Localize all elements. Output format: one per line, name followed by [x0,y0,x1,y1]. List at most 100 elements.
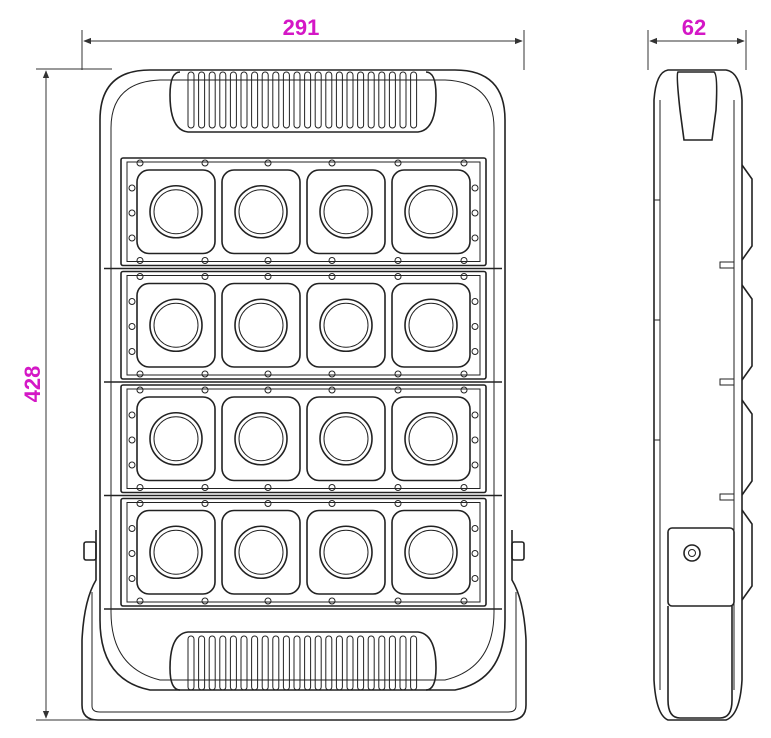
screw-icon [136,597,144,605]
housing-outline [99,69,506,691]
screw-icon [136,273,144,280]
screw-icon [471,234,479,242]
led-lens [221,396,301,482]
screw-icon [394,597,402,605]
bracket-knob-right [511,541,525,561]
screw-icon [136,500,144,507]
screw-icon [201,484,209,491]
led-lens [136,509,216,595]
screw-icon [328,484,336,491]
bracket-knob-left [83,541,97,561]
screw-icon [471,411,479,419]
side-top-handle [676,71,718,141]
screw-icon [128,184,136,192]
led-lens [391,396,471,482]
screw-icon [128,234,136,242]
led-lens [391,509,471,595]
side-housing-outline [653,69,743,721]
led-lens [136,282,216,368]
screw-icon [128,323,136,330]
screw-icon [128,298,136,305]
led-lens [136,169,216,255]
screw-icon [394,484,402,491]
screw-icon [328,370,336,378]
screw-icon [264,257,272,264]
screw-icon [128,348,136,355]
screw-icon [394,257,402,264]
screw-icon [136,257,144,264]
screw-icon [471,184,479,192]
screw-icon [471,575,479,582]
led-lens [306,282,386,368]
screw-icon [471,323,479,330]
screw-icon [394,386,402,394]
screw-icon [328,159,336,167]
height-dimension: 428 [20,68,112,721]
screw-icon [394,500,402,507]
screw-icon [460,273,468,280]
screw-icon [201,159,209,167]
screw-icon [128,209,136,217]
led-lens [136,396,216,482]
screw-icon [328,273,336,280]
screw-icon [128,575,136,582]
screw-icon [460,257,468,264]
led-module [120,384,487,494]
cable-connector [667,527,735,607]
led-lens [221,169,301,255]
screw-icon [128,411,136,419]
screw-icon [471,550,479,557]
screw-icon [136,386,144,394]
width-dimension: 291 [81,15,525,70]
screw-icon [460,386,468,394]
screw-icon [460,159,468,167]
height-label: 428 [20,366,45,403]
screw-icon [128,525,136,532]
front-view [81,69,527,721]
screw-icon [460,597,468,605]
width-label: 291 [283,15,320,40]
screw-icon [460,500,468,507]
led-lens [391,282,471,368]
screw-icon [471,436,479,444]
screw-icon [264,500,272,507]
screw-icon [128,436,136,444]
screw-icon [394,273,402,280]
screw-icon [264,370,272,378]
screw-icon [471,348,479,355]
led-module [120,497,487,607]
mounting-bracket [81,530,527,721]
screw-icon [328,500,336,507]
screw-icon [328,597,336,605]
screw-icon [264,273,272,280]
led-lens [306,396,386,482]
screw-icon [328,257,336,264]
led-module [120,270,487,380]
screw-icon [264,597,272,605]
led-lens [306,169,386,255]
screw-icon [471,298,479,305]
side-bottom-base [667,606,733,719]
side-view [653,69,753,721]
depth-label: 62 [682,15,706,40]
screw-icon [460,370,468,378]
screw-icon [136,370,144,378]
screw-icon [264,386,272,394]
screw-icon [201,257,209,264]
screw-icon [201,273,209,280]
screw-icon [201,597,209,605]
screw-icon [264,159,272,167]
led-module [120,157,487,267]
led-lens [391,169,471,255]
led-module-grid [104,157,502,610]
screw-icon [136,159,144,167]
led-lens [221,282,301,368]
depth-dimension: 62 [647,15,747,70]
screw-icon [394,159,402,167]
screw-icon [201,370,209,378]
screw-icon [460,484,468,491]
side-fin-profile [741,164,753,601]
led-lens [306,509,386,595]
top-heat-sink-fins [169,71,437,133]
